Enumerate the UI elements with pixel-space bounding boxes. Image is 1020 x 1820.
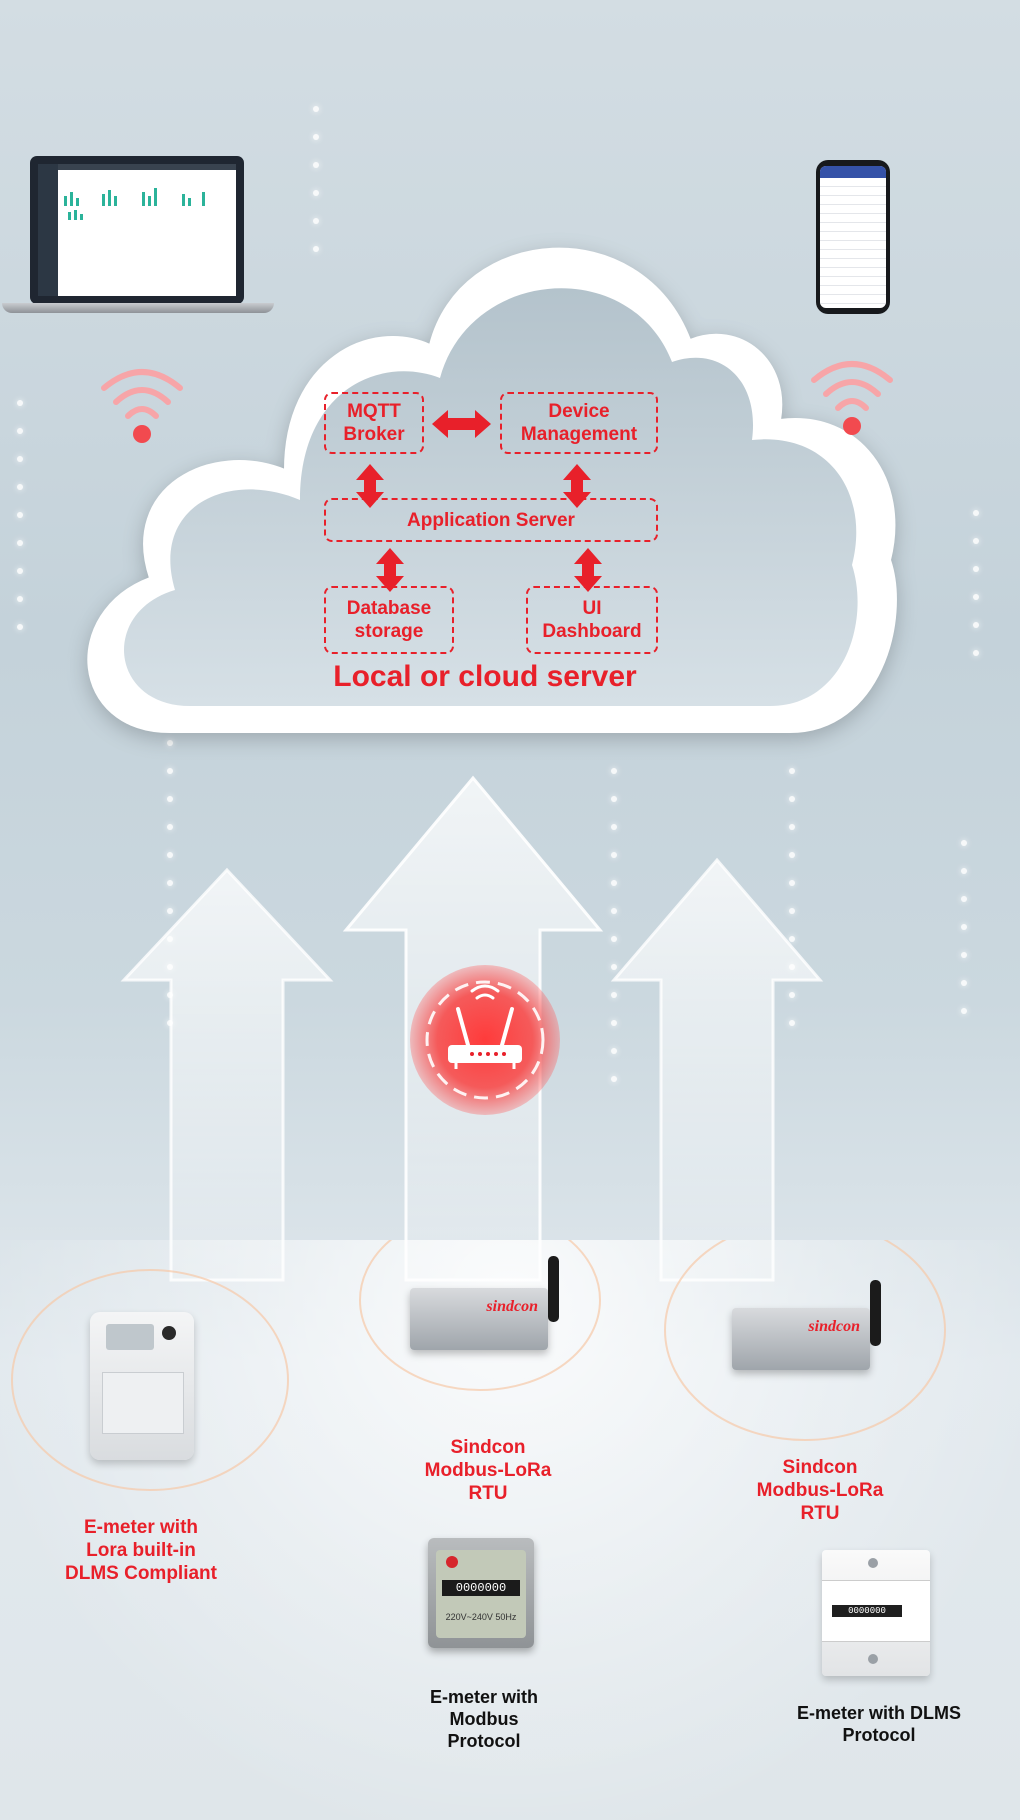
- node-label: storage: [354, 621, 424, 642]
- sindcon-logo: sindcon: [486, 1298, 538, 1315]
- arrow-icon: [574, 548, 602, 592]
- meter-nameplate: [102, 1372, 184, 1434]
- modbus-emeter: 0000000 220V~240V 50Hz: [428, 1538, 534, 1648]
- dashboard-header: [58, 164, 236, 170]
- arrow-icon: [432, 410, 491, 438]
- light-dots: [312, 106, 320, 274]
- node-label: Broker: [343, 424, 405, 445]
- meter-led: [446, 1556, 458, 1568]
- node-label: Dashboard: [542, 621, 642, 642]
- meter-screw: [868, 1654, 878, 1664]
- node-label: MQTT: [347, 401, 401, 422]
- wifi-icon: [101, 369, 183, 443]
- light-dots: [972, 510, 980, 678]
- application-server-node: Application Server: [324, 498, 658, 542]
- antenna: [870, 1280, 881, 1346]
- dashboard-screen: [38, 164, 236, 296]
- light-dots: [960, 840, 968, 1036]
- phone-icon: [816, 160, 890, 314]
- node-label: Application Server: [407, 509, 575, 531]
- node-label: Management: [520, 424, 638, 445]
- meter-screw: [868, 1558, 878, 1568]
- gateway-glow: [410, 965, 560, 1115]
- sindcon-logo: sindcon: [808, 1318, 860, 1335]
- meter-counter: 0000000: [832, 1605, 902, 1617]
- rtu-device: sindcon: [410, 1288, 548, 1350]
- antenna: [548, 1256, 559, 1322]
- laptop-base: [2, 303, 274, 313]
- arrow-icon: [120, 867, 334, 1282]
- arrow-icon: [563, 464, 591, 508]
- server-title: Local or cloud server: [333, 660, 637, 693]
- dashboard-sidebar: [38, 164, 58, 296]
- laptop-icon: [30, 156, 244, 304]
- arrow-icon: [356, 464, 384, 508]
- node-label: UI: [582, 598, 602, 619]
- rtu-device: sindcon: [732, 1308, 870, 1370]
- meter-button: [162, 1326, 176, 1340]
- router-icon: [425, 980, 545, 1100]
- meter-panel: 0000000: [822, 1580, 930, 1642]
- meter-face: 0000000 220V~240V 50Hz: [436, 1550, 526, 1638]
- dlms-emeter: 0000000: [822, 1550, 930, 1676]
- meter-counter: 0000000: [442, 1580, 520, 1596]
- node-label: Device: [548, 401, 610, 422]
- arrow-icon: [376, 548, 404, 592]
- node-label: Database: [346, 598, 432, 619]
- light-dots: [610, 768, 618, 1104]
- phone-screen: [820, 166, 886, 308]
- wifi-icon: [811, 361, 893, 435]
- meter-display: [106, 1324, 154, 1350]
- phone-header: [820, 166, 886, 178]
- meter-spec: 220V~240V 50Hz: [445, 1612, 517, 1622]
- lora-emeter: [90, 1312, 194, 1460]
- signal-rings: [11, 1240, 946, 1491]
- arrow-icon: [610, 857, 824, 1282]
- cloud-shape: [87, 247, 897, 733]
- upload-arrows: [120, 775, 824, 1282]
- light-dots: [16, 400, 24, 652]
- flow-arrows: [356, 410, 602, 592]
- dashboard-bars: [64, 188, 205, 220]
